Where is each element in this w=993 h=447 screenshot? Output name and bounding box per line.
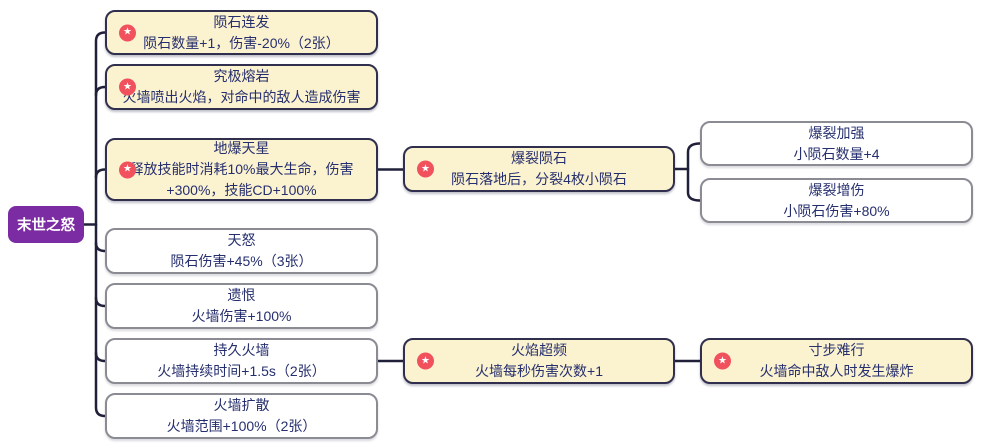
node-desc: 火墙命中敌人时发生爆炸: [759, 363, 914, 379]
node-immobilized[interactable]: ★ 寸步难行 火墙命中敌人时发生爆炸: [700, 338, 973, 384]
connector-hook-4: [94, 241, 107, 253]
node-title: 陨石连发: [213, 13, 270, 30]
node-burst-meteor[interactable]: ★ 爆裂陨石 陨石落地后，分裂4枚小陨石: [403, 146, 675, 192]
node-title: 寸步难行: [808, 342, 865, 358]
star-icon: ★: [119, 78, 136, 96]
node-title: 火墙扩散: [213, 397, 270, 413]
node-desc: 释放技能时消耗10%最大生命，伤害+300%，技能CD+100%: [129, 161, 354, 198]
connector-burstmeteor-bracket: [686, 142, 702, 202]
node-title: 天怒: [227, 232, 256, 248]
node-desc: 火墙范围+100%（2张）: [166, 418, 317, 434]
connector-trunk: [94, 31, 107, 418]
node-desc: 陨石伤害+45%（3张）: [170, 253, 313, 269]
node-desc: 火墙伤害+100%: [191, 308, 292, 324]
node-desc: 火墙每秒伤害次数+1: [475, 363, 603, 379]
node-burst-damage-up[interactable]: 爆裂增伤 小陨石伤害+80%: [700, 178, 973, 223]
connector-hook-3: [94, 168, 107, 179]
root-node-apocalypse-wrath[interactable]: 末世之怒: [8, 206, 84, 243]
node-title: 遗恨: [227, 287, 256, 303]
node-title: 地爆天星: [213, 140, 270, 156]
node-burst-enhance[interactable]: 爆裂加强 小陨石数量+4: [700, 121, 973, 166]
node-title: 爆裂加强: [808, 124, 865, 141]
node-desc: 小陨石数量+4: [793, 145, 880, 162]
star-icon: ★: [119, 161, 136, 178]
star-icon: ★: [417, 352, 434, 370]
node-desc: 火墙持续时间+1.5s（2张）: [157, 363, 326, 379]
node-desc: 小陨石伤害+80%: [783, 202, 890, 219]
star-icon: ★: [714, 352, 731, 370]
star-icon: ★: [119, 24, 136, 41]
node-flame-overclock[interactable]: ★ 火焰超频 火墙每秒伤害次数+1: [403, 338, 675, 384]
connector-hook-5: [94, 296, 107, 308]
node-desc: 火墙喷出火焰，对命中的敌人造成伤害: [122, 89, 361, 105]
node-lingering-hatred[interactable]: 遗恨 火墙伤害+100%: [105, 283, 378, 329]
node-title: 持久火墙: [213, 342, 270, 358]
node-lasting-firewall[interactable]: 持久火墙 火墙持续时间+1.5s（2张）: [105, 338, 378, 384]
node-firewall-spread[interactable]: 火墙扩散 火墙范围+100%（2张）: [105, 393, 378, 439]
node-title: 究极熔岩: [213, 68, 270, 84]
node-desc: 陨石落地后，分裂4枚小陨石: [451, 171, 627, 187]
node-title: 火焰超频: [511, 342, 567, 358]
node-title: 爆裂陨石: [511, 150, 567, 166]
node-meteor-volley[interactable]: ★ 陨石连发 陨石数量+1，伤害-20%（2张）: [105, 10, 378, 55]
star-icon: ★: [417, 160, 434, 178]
node-desc: 陨石数量+1，伤害-20%（2张）: [143, 34, 340, 51]
node-heavens-wrath[interactable]: 天怒 陨石伤害+45%（3张）: [105, 228, 378, 274]
connector-hook-6: [94, 351, 107, 363]
node-ultimate-lava[interactable]: ★ 究极熔岩 火墙喷出火焰，对命中的敌人造成伤害: [105, 64, 378, 110]
node-earth-burst-star[interactable]: ★ 地爆天星 释放技能时消耗10%最大生命，伤害+300%，技能CD+100%: [105, 138, 378, 201]
connector-hook-2: [94, 85, 107, 97]
node-title: 爆裂增伤: [808, 181, 865, 198]
